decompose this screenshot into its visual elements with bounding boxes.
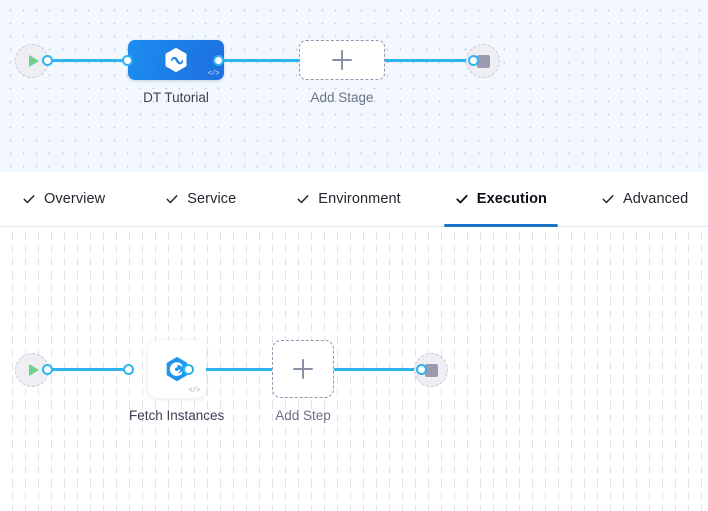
add-step-button[interactable]: [272, 340, 334, 398]
step-node-input-port[interactable]: [123, 364, 134, 375]
check-icon: [297, 195, 309, 204]
add-step-label: Add Step: [275, 408, 331, 423]
plus-icon: [332, 50, 352, 70]
tab-overview[interactable]: Overview: [8, 172, 119, 227]
tab-service[interactable]: Service: [151, 172, 250, 227]
tab-environment-label: Environment: [318, 191, 401, 207]
add-step-placeholder[interactable]: Add Step: [272, 340, 334, 423]
stage-end-port[interactable]: [468, 55, 479, 66]
tab-execution-label: Execution: [476, 191, 547, 207]
stage-node-dt-tutorial[interactable]: </> DT Tutorial: [128, 40, 224, 105]
stop-icon: [424, 363, 438, 377]
edge-start-to-step: [48, 368, 128, 371]
plus-icon: [293, 359, 313, 379]
stage-node-output-port[interactable]: [213, 55, 224, 66]
step-node-fetch-instances[interactable]: </> Fetch Instances: [129, 340, 224, 423]
step-start-port[interactable]: [42, 364, 53, 375]
add-stage-label: Add Stage: [310, 90, 374, 105]
tab-overview-label: Overview: [44, 191, 106, 207]
edge-start-to-stage: [48, 59, 132, 62]
execution-steps-canvas[interactable]: </> Fetch Instances Add Step: [0, 227, 708, 511]
stop-icon: [476, 54, 490, 68]
tab-environment[interactable]: Environment: [282, 172, 415, 227]
add-stage-placeholder[interactable]: Add Stage: [299, 40, 385, 105]
check-icon: [456, 194, 468, 204]
play-icon: [28, 55, 39, 67]
hexagon-infinity-icon: [165, 47, 187, 73]
code-badge-icon: </>: [188, 387, 201, 395]
hexagon-swirl-icon: [166, 356, 187, 382]
stage-node-label: DT Tutorial: [143, 90, 209, 105]
check-icon: [602, 195, 614, 204]
edge-addstep-to-end: [334, 368, 422, 371]
stage-node-input-port[interactable]: [122, 55, 133, 66]
tab-service-label: Service: [187, 191, 237, 207]
stage-start-port[interactable]: [42, 55, 53, 66]
stage-node-body[interactable]: </>: [128, 40, 224, 80]
step-node-label: Fetch Instances: [129, 408, 225, 423]
step-end-port[interactable]: [416, 364, 427, 375]
add-stage-button[interactable]: [299, 40, 385, 80]
step-node-body[interactable]: </>: [147, 340, 206, 398]
pipeline-stages-canvas[interactable]: </> DT Tutorial Add Stage: [0, 0, 708, 172]
code-badge-icon: </>: [207, 70, 220, 78]
edge-step-to-addstep: [188, 368, 272, 371]
tab-advanced[interactable]: Advanced: [587, 172, 702, 227]
edge-stage-to-addstage: [218, 59, 302, 62]
edge-addstage-to-end: [382, 59, 474, 62]
play-icon: [28, 364, 39, 376]
step-node-output-port[interactable]: [183, 364, 194, 375]
tab-advanced-label: Advanced: [623, 191, 689, 207]
tab-execution[interactable]: Execution: [441, 172, 561, 227]
pipeline-config-tabs[interactable]: Overview Service Environment Execution A: [0, 172, 708, 227]
check-icon: [166, 195, 178, 204]
check-icon: [23, 195, 35, 204]
